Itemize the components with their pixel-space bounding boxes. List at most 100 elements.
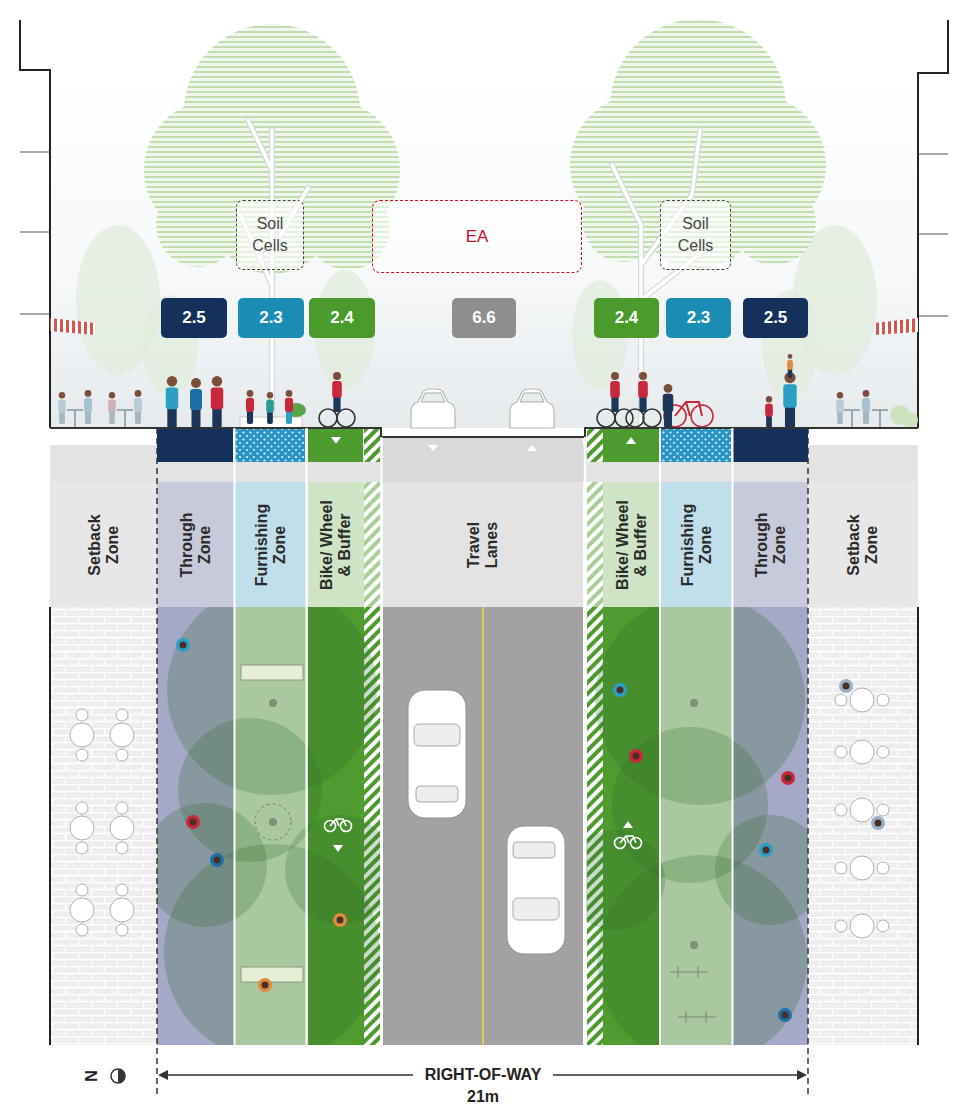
people-figures: [638, 372, 648, 412]
street-trees: [612, 130, 705, 428]
road-block: [383, 437, 583, 482]
people-figures: [610, 381, 620, 398]
zone-name: Through Zone: [177, 498, 214, 592]
plan-furniture: [333, 845, 343, 852]
zone-label-band: Bike/ Wheel & Buffer: [603, 482, 660, 607]
plan-furniture: [269, 818, 277, 826]
plan-furniture: [70, 884, 94, 936]
people-figures: [58, 399, 66, 412]
zone-name: Travel Lanes: [465, 498, 502, 592]
road-plan: [383, 607, 583, 1045]
plan-furniture: [76, 842, 88, 854]
plan-furniture: [214, 857, 221, 864]
people-figures: [862, 398, 870, 412]
car-plan: [408, 690, 466, 818]
people-figures: [191, 378, 201, 388]
plan-furniture: [678, 1011, 716, 1023]
people-figures: [663, 394, 674, 412]
plan-furniture: [613, 683, 627, 697]
width-badge: 6.6: [452, 298, 516, 338]
width-number: 2.4: [615, 308, 639, 328]
plan-furniture: [781, 771, 795, 785]
people-figures: [788, 354, 793, 359]
width-badge: 2.5: [743, 298, 808, 338]
zone-label-band: Through Zone: [733, 482, 808, 607]
car-front: [510, 389, 554, 428]
zone-name: Furnishing Zone: [678, 498, 715, 592]
zone-name: Bike/ Wheel & Buffer: [613, 498, 650, 592]
plan-furniture: [241, 665, 303, 680]
people-figures: [643, 409, 661, 427]
plan-furniture: [690, 941, 698, 949]
setback-paving: [808, 607, 918, 1045]
soil-cells-box: Soil Cells: [660, 200, 731, 270]
plan-furniture: [843, 683, 850, 690]
street-trees: [238, 120, 308, 428]
plan-furniture: [70, 816, 94, 840]
plan-furniture: [850, 688, 874, 712]
car-plan: [507, 826, 565, 954]
car-plan: [507, 826, 565, 954]
plan-furniture: [241, 967, 303, 982]
people-figures: [837, 392, 843, 398]
plan-furniture: [629, 749, 643, 763]
plan-furniture: [620, 836, 636, 843]
plan-furniture: [70, 898, 94, 922]
people-figures: [59, 392, 65, 398]
people-figures: [212, 376, 222, 386]
tree-canopies: [157, 803, 267, 927]
plan-furniture: [337, 917, 344, 924]
through-zone-block: [157, 428, 233, 462]
through-zone-block: [733, 428, 808, 462]
direction-arrow: [626, 437, 636, 444]
plan-furniture: [70, 638, 889, 1023]
people-figures: [108, 392, 116, 424]
plan-furniture: [690, 699, 698, 707]
car-plan: [408, 690, 466, 818]
width-number: 2.4: [330, 308, 354, 328]
people-figures: [597, 409, 615, 427]
ground-profile: [50, 428, 918, 437]
plan-furniture: [76, 802, 88, 814]
plan-furniture: [76, 709, 88, 721]
tree-canopies: [285, 815, 380, 925]
plan-furniture: [325, 819, 352, 832]
ea-box: EA: [372, 200, 582, 273]
people-figures: [663, 384, 674, 428]
tree-canopies: [157, 607, 380, 1045]
plan-furniture: [116, 749, 128, 761]
plan-furniture: [835, 740, 889, 764]
people-figures: [285, 390, 293, 424]
people-figures: [166, 387, 178, 409]
people-figures: [675, 402, 702, 416]
people-figures: [639, 372, 647, 380]
plan-furniture: [116, 709, 128, 721]
north-label: N: [82, 1064, 102, 1088]
street-trees: [732, 181, 816, 265]
ea-text: EA: [466, 227, 489, 247]
people-figures: [285, 398, 293, 412]
plan-furniture: [877, 920, 889, 932]
label-band: [308, 482, 364, 607]
people-figures: [84, 398, 92, 412]
plan-furniture: [333, 913, 347, 927]
plan-furniture: [110, 898, 134, 922]
plan-furniture: [778, 1008, 792, 1022]
people-figures: [333, 372, 341, 380]
tree-canopies: [715, 815, 808, 925]
people-figures: [286, 390, 293, 397]
plan-furniture: [835, 694, 847, 706]
people-figures: [135, 390, 142, 397]
label-band: [661, 482, 732, 607]
plan-furniture: [262, 982, 269, 989]
plan-furniture: [781, 771, 795, 785]
plan-furniture: [623, 821, 633, 828]
plan-furniture: [850, 856, 874, 880]
direction-arrow: [527, 445, 537, 451]
plan-furniture: [186, 815, 200, 829]
people-figures: [611, 372, 619, 380]
people-figures: [190, 378, 202, 428]
width-badge: 2.3: [666, 298, 731, 338]
dimension-label: RIGHT-OF-WAY 21m: [413, 1064, 553, 1108]
plan-furniture: [190, 819, 197, 826]
